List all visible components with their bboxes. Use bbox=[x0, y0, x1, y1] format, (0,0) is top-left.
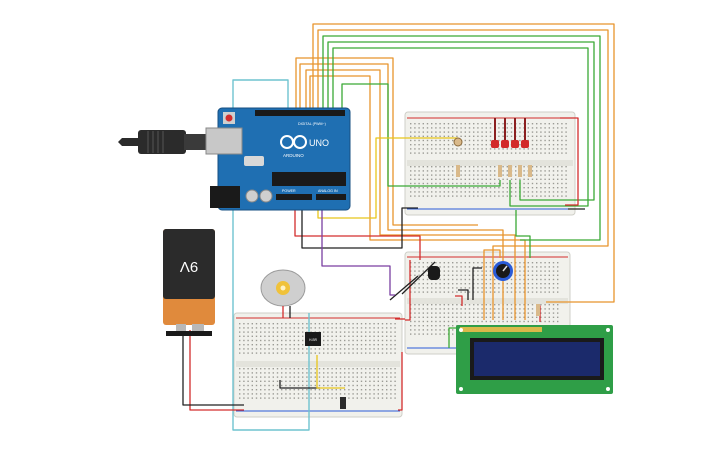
dc-motor bbox=[260, 269, 306, 318]
temp-sensor bbox=[428, 266, 440, 280]
wire-green-4 bbox=[341, 83, 501, 187]
light-sensor bbox=[453, 137, 463, 147]
led-3 bbox=[511, 118, 519, 148]
wire-black-1 bbox=[301, 200, 418, 249]
resistor-4 bbox=[528, 165, 532, 177]
wire-red-7 bbox=[455, 295, 463, 306]
wire-green-1 bbox=[322, 35, 601, 241]
breadboard-bottom-left bbox=[233, 312, 403, 418]
wire-green-2 bbox=[327, 41, 595, 201]
arduino-digital-label: DIGITAL (PWM~) bbox=[298, 122, 326, 126]
led-1 bbox=[491, 118, 499, 148]
arduino-logo bbox=[280, 135, 307, 149]
breadboard-bottom-left-holes bbox=[239, 323, 396, 399]
wire-red-4 bbox=[189, 330, 244, 411]
wire-black-7 bbox=[472, 267, 482, 300]
resistor-1 bbox=[498, 165, 502, 177]
resistor-6 bbox=[536, 304, 540, 316]
wire-red-6 bbox=[398, 352, 403, 411]
arduino-analog-label: ANALOG IN bbox=[318, 189, 338, 193]
wire-black-8 bbox=[458, 289, 469, 300]
arduino-model-text: UNO bbox=[309, 138, 329, 148]
usb-jack bbox=[205, 127, 243, 155]
arduino-uno-board: UNO ARDUINO DIGITAL (PWM~) POWER ANALOG … bbox=[108, 107, 351, 211]
arduino-brand-text: ARDUINO bbox=[283, 153, 304, 158]
wire-orange-7 bbox=[483, 249, 501, 320]
wire-red-2 bbox=[560, 117, 579, 206]
usb-cable bbox=[108, 138, 140, 146]
wire-black-3 bbox=[182, 330, 244, 406]
resistor-5 bbox=[456, 165, 460, 177]
wire-green-6 bbox=[515, 210, 531, 258]
resistors bbox=[456, 165, 532, 177]
wire-orange-1 bbox=[295, 57, 478, 226]
digital-header bbox=[255, 110, 345, 116]
h-bridge-chip: H-BR bbox=[305, 332, 321, 346]
wire-red-3 bbox=[405, 260, 411, 321]
wire-cyan bbox=[232, 79, 310, 431]
led-array bbox=[491, 118, 529, 148]
atmega-chip bbox=[272, 172, 346, 186]
led-4 bbox=[521, 118, 529, 148]
battery-label: 9V bbox=[180, 258, 198, 275]
resistor-3 bbox=[518, 165, 522, 177]
wires bbox=[182, 23, 615, 431]
chip-label: H-BR bbox=[309, 338, 317, 342]
resistor-2 bbox=[508, 165, 512, 177]
wire-red-1 bbox=[294, 200, 421, 260]
wire-green-3 bbox=[332, 47, 589, 207]
power-jack bbox=[210, 186, 240, 208]
usb-plug bbox=[138, 130, 186, 154]
wire-black-2 bbox=[389, 275, 419, 301]
wire-orange-4 bbox=[309, 75, 526, 320]
wire-orange-6 bbox=[317, 29, 609, 320]
wire-yellow-2 bbox=[316, 355, 345, 389]
wire-yellow-1 bbox=[317, 137, 458, 219]
9v-battery: 9V bbox=[163, 229, 215, 336]
wire-black-6 bbox=[279, 380, 320, 389]
analog-header bbox=[316, 194, 346, 200]
wire-orange-5 bbox=[312, 23, 615, 303]
arduino-power-label: POWER bbox=[282, 189, 296, 193]
diode bbox=[340, 397, 346, 409]
lcd-display bbox=[456, 325, 613, 394]
led-2 bbox=[501, 118, 509, 148]
wire-purple-1 bbox=[321, 205, 395, 296]
potentiometer bbox=[493, 261, 513, 281]
power-header bbox=[276, 194, 312, 200]
wire-orange-3 bbox=[305, 69, 516, 320]
